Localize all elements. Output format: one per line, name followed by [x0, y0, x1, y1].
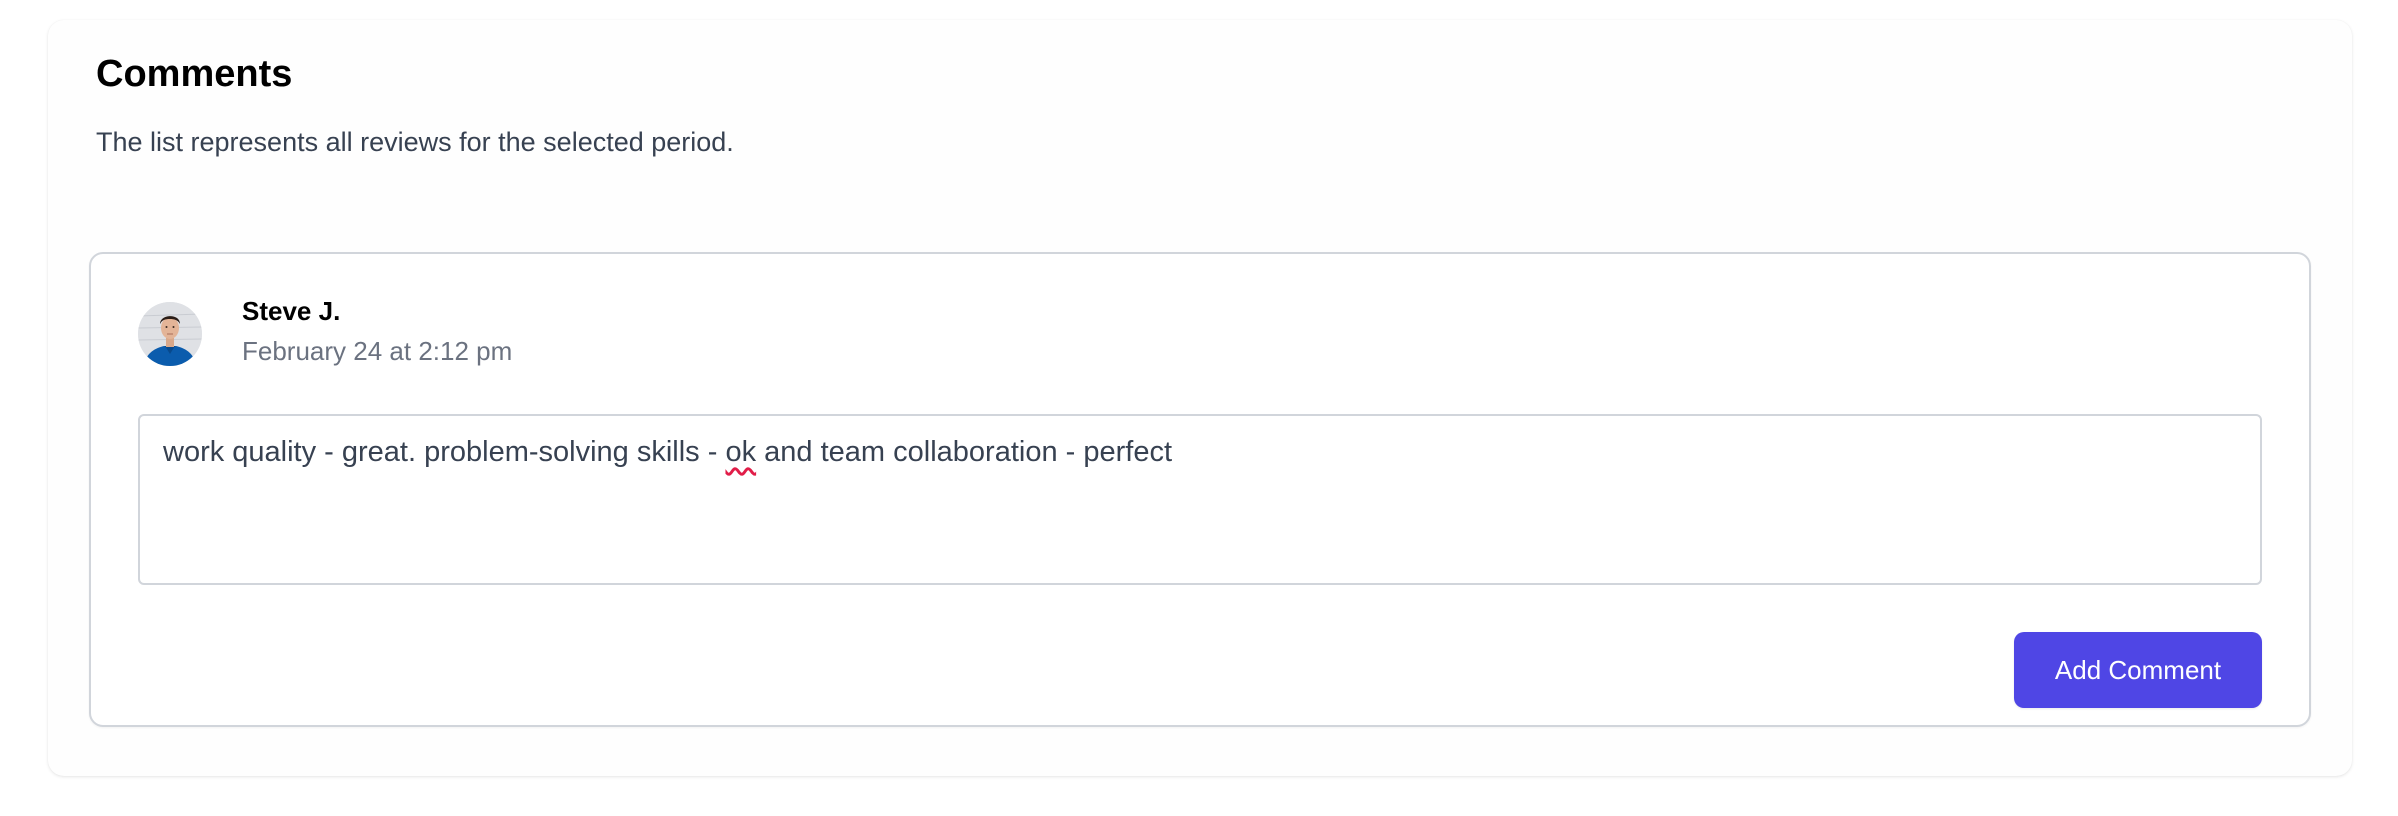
- comment-author-name: Steve J.: [242, 296, 341, 326]
- spellcheck-flagged-word[interactable]: ok: [725, 436, 757, 468]
- comment-text-after: and team collaboration - perfect: [756, 436, 1173, 468]
- comment-timestamp: February 24 at 2:12 pm: [242, 336, 513, 366]
- add-comment-button[interactable]: Add Comment: [2014, 632, 2262, 708]
- user-avatar-icon: [138, 302, 202, 366]
- comment-textarea[interactable]: work quality - great. problem-solving sk…: [138, 414, 2262, 585]
- comment-card: Steve J. February 24 at 2:12 pm work qua…: [89, 252, 2311, 727]
- avatar[interactable]: [138, 302, 202, 366]
- comments-section-card: Comments The list represents all reviews…: [48, 20, 2352, 776]
- section-subtitle: The list represents all reviews for the …: [96, 127, 734, 157]
- comment-text-before: work quality - great. problem-solving sk…: [163, 436, 726, 468]
- section-title: Comments: [96, 53, 293, 95]
